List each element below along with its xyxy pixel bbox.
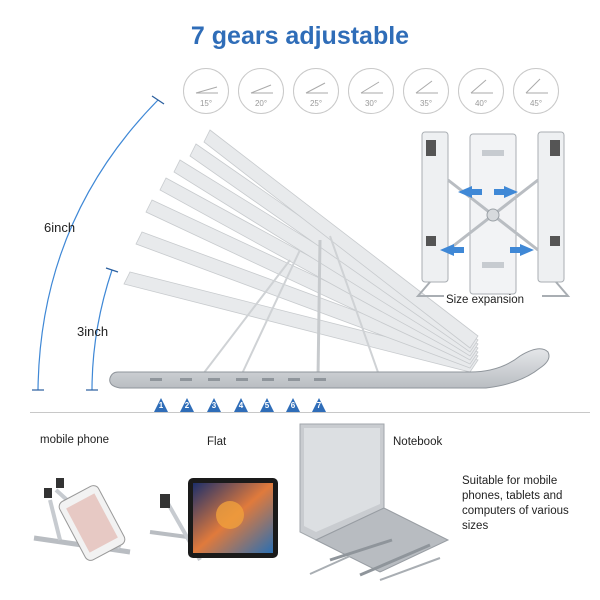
step-marker-2: 2: [180, 398, 194, 412]
angle-label: 30°: [364, 99, 378, 108]
angle-gauge-icon: 20°: [238, 68, 284, 114]
step-triangle-icon: [154, 398, 168, 412]
page-title: 7 gears adjustable: [190, 22, 410, 50]
height-3inch-arc: [86, 267, 119, 391]
step-triangle-icon: [207, 398, 221, 412]
step-marker-6: 6: [286, 398, 300, 412]
tablet-stand-photo: [149, 478, 278, 561]
step-triangle-icon: [286, 398, 300, 412]
step-marker-7: 7: [312, 398, 326, 412]
step-marker-1: 1: [154, 398, 168, 412]
angle-label: 25°: [309, 99, 323, 108]
step-marker-4: 4: [234, 398, 248, 412]
angle-label: 35°: [419, 99, 433, 108]
angle-gauge-icon: 15°: [183, 68, 229, 114]
step-triangle-icon: [312, 398, 326, 412]
height-3inch-label: 3inch: [77, 324, 109, 339]
step-marker-3: 3: [207, 398, 221, 412]
notebook-caption: Notebook: [393, 436, 443, 448]
stand-base: [109, 348, 550, 389]
angle-label: 40°: [474, 99, 488, 108]
angle-gauge-icon: 25°: [293, 68, 339, 114]
compatibility-description: Suitable for mobile phones, tablets and …: [462, 475, 569, 532]
angle-gauge-icon: 35°: [403, 68, 449, 114]
laptop-stand-photo: [299, 423, 450, 581]
angle-label: 20°: [254, 99, 268, 108]
mobile-phone-caption: mobile phone: [40, 434, 110, 446]
flat-caption: Flat: [207, 436, 227, 448]
section-divider: [30, 412, 590, 413]
step-triangle-icon: [234, 398, 248, 412]
angle-gauge-icon: 30°: [348, 68, 394, 114]
expand-arrow-icon: [440, 186, 534, 256]
angle-gauge-icon: 45°: [513, 68, 559, 114]
step-marker-5: 5: [260, 398, 274, 412]
angle-label: 45°: [529, 99, 543, 108]
height-6inch-label: 6inch: [44, 220, 76, 235]
phone-stand-photo: [33, 478, 131, 561]
step-triangle-icon: [180, 398, 194, 412]
angle-gauge-row: 15° 20° 25° 30° 35° 40° 45°: [183, 68, 563, 116]
size-expansion-label: Size expansion: [446, 294, 524, 306]
size-expansion-diagram: [415, 131, 571, 297]
angle-label: 15°: [199, 99, 213, 108]
angle-gauge-icon: 40°: [458, 68, 504, 114]
step-triangle-icon: [260, 398, 274, 412]
stand-angle-overlay: [123, 129, 479, 379]
height-6inch-arc: [32, 95, 165, 391]
